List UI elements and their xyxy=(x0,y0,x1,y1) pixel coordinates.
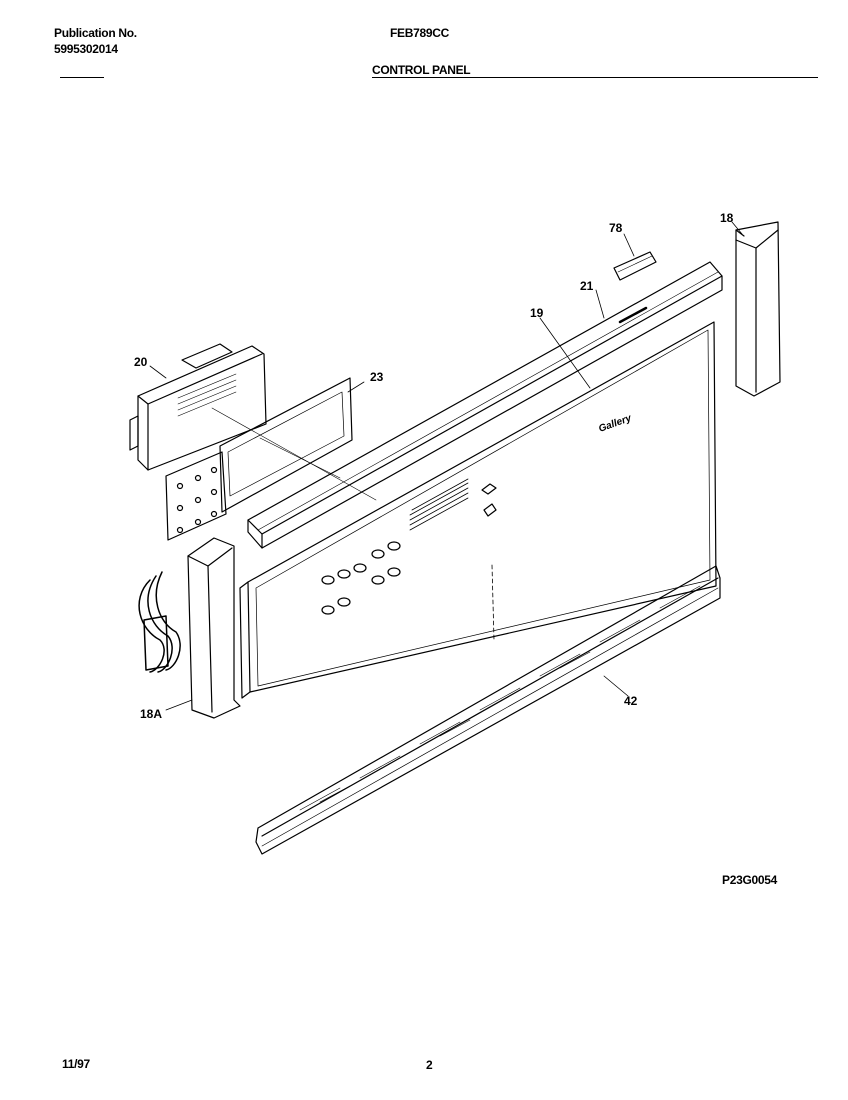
callout-18A: 18A xyxy=(140,707,162,721)
panel-grille xyxy=(409,478,469,531)
model-number: FEB789CC xyxy=(390,26,449,40)
part-23-window-frame xyxy=(219,377,353,513)
wire-harness xyxy=(138,571,181,673)
callout-20: 20 xyxy=(134,355,148,369)
header-rule-left xyxy=(60,77,104,78)
circuit-board xyxy=(165,451,227,541)
vent-slots xyxy=(299,585,701,811)
publication-label: Publication No. xyxy=(54,26,137,40)
part-21-top-trim xyxy=(247,261,723,549)
callout-19: 19 xyxy=(530,306,544,320)
section-title: CONTROL PANEL xyxy=(372,63,471,77)
part-78-badge xyxy=(613,251,657,281)
footer-date: 11/97 xyxy=(62,1057,90,1071)
module-vents xyxy=(177,373,237,417)
callout-23: 23 xyxy=(370,370,384,384)
publication-number: 5995302014 xyxy=(54,42,118,56)
brand-logo: Gallery xyxy=(597,413,633,435)
part-18-right-endcap xyxy=(735,221,781,397)
page-number: 2 xyxy=(426,1058,433,1072)
diagram-reference-code: P23G0054 xyxy=(722,873,777,887)
callout-78: 78 xyxy=(609,221,623,235)
callout-21: 21 xyxy=(580,279,594,293)
header-rule-right xyxy=(372,77,818,78)
keypad-buttons xyxy=(321,541,401,615)
part-42-lower-vent-trim xyxy=(255,565,721,855)
part-18A-left-endcap xyxy=(187,537,241,719)
callout-leaders xyxy=(149,221,743,711)
callout-42: 42 xyxy=(624,694,638,708)
part-19-control-panel: Gallery xyxy=(239,321,717,699)
callout-18: 18 xyxy=(720,211,734,225)
part-20-control-module xyxy=(129,343,267,471)
